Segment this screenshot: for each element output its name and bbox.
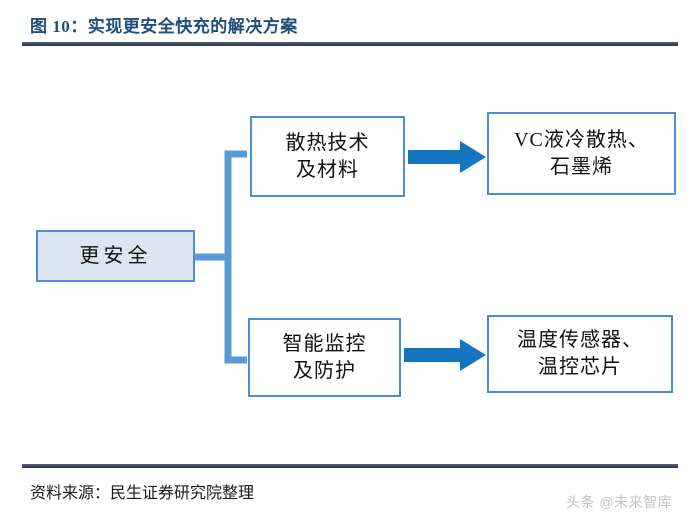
line-1: VC液冷散热、 [514, 128, 649, 151]
node-outcome-cooling-label: VC液冷散热、 石墨烯 [514, 127, 649, 181]
node-outcome-sensors: 温度传感器、 温控芯片 [487, 315, 673, 393]
page-title: 图 10：实现更安全快充的解决方案 [30, 17, 298, 36]
node-root: 更安全 [36, 230, 195, 282]
flow-diagram: 更安全 散热技术 及材料 VC液冷散热、 石墨烯 智能监控 及防护 [0, 50, 700, 460]
source-note: 资料来源：民生证券研究院整理 [30, 485, 255, 502]
node-outcome-sensors-label: 温度传感器、 温控芯片 [517, 327, 643, 381]
footer-divider [22, 464, 678, 468]
title-divider [22, 42, 678, 46]
line-2: 温控芯片 [538, 356, 622, 378]
arrow-right-icon-bottom [404, 339, 486, 371]
node-category-monitoring: 智能监控 及防护 [248, 318, 401, 397]
node-outcome-cooling: VC液冷散热、 石墨烯 [487, 112, 676, 195]
line-2: 石墨烯 [549, 155, 613, 178]
arrow-right-icon-top [408, 141, 486, 173]
line-2: 及材料 [296, 158, 359, 181]
node-category-monitoring-label: 智能监控 及防护 [283, 331, 367, 385]
node-category-thermal: 散热技术 及材料 [250, 116, 405, 197]
bracket-connector-icon [195, 150, 247, 364]
line-2: 及防护 [293, 359, 356, 382]
line-1: 散热技术 [285, 131, 370, 154]
node-category-thermal-label: 散热技术 及材料 [286, 130, 370, 184]
line-1: 智能监控 [282, 332, 367, 355]
node-root-label: 更安全 [79, 244, 152, 267]
line-1: 温度传感器、 [517, 329, 643, 351]
watermark: 头条 @未来智库 [566, 494, 673, 510]
